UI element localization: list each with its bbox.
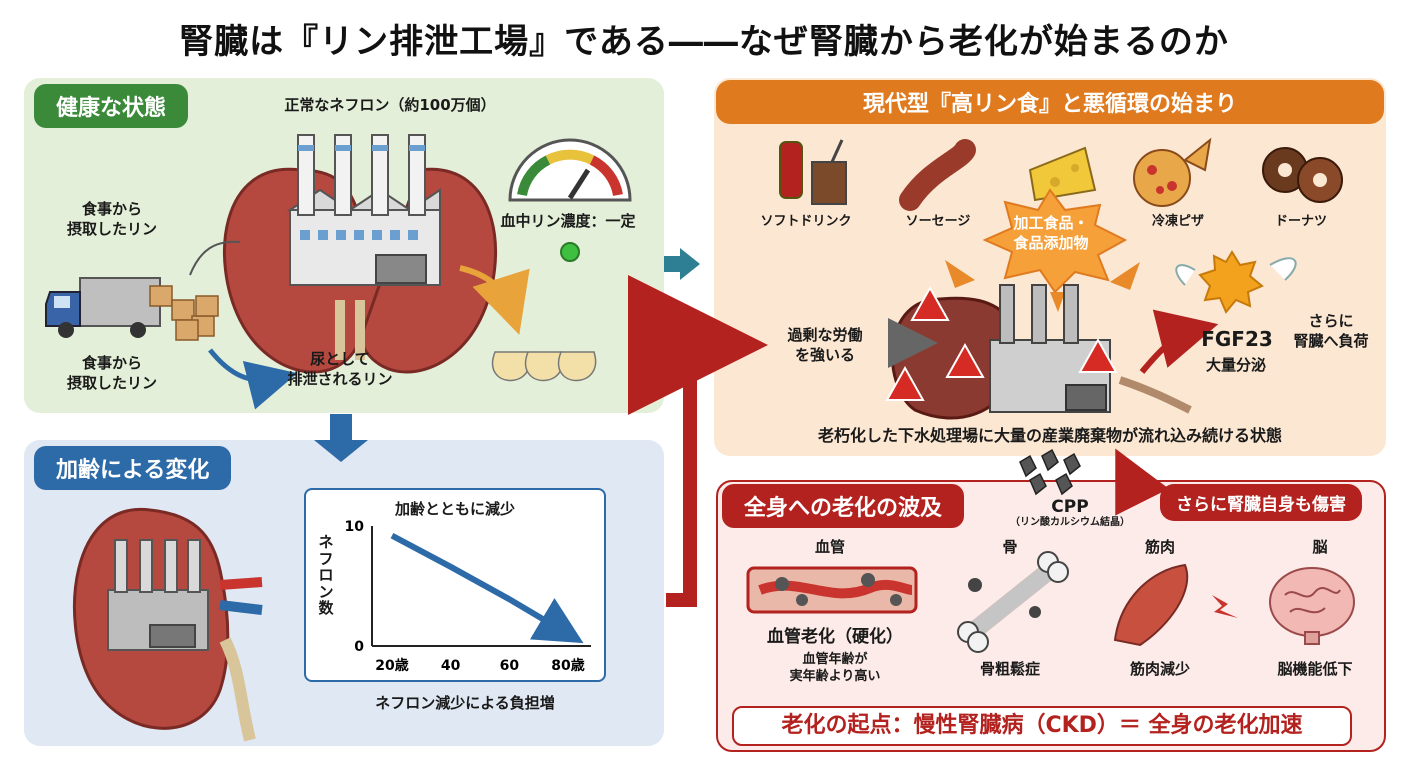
cpp-label: CPP bbox=[1051, 497, 1089, 517]
blood-vessel-icon bbox=[746, 566, 918, 614]
excretion-label: 尿として 排泄されるリン bbox=[287, 350, 393, 388]
donut-icon bbox=[1262, 147, 1343, 203]
cpp-sub: （リン酸カルシウム結晶） bbox=[1010, 517, 1130, 528]
muscle-icon bbox=[1113, 563, 1238, 647]
arrow-up-right-icon bbox=[628, 275, 768, 607]
chart-y-tick: 10 bbox=[345, 519, 365, 535]
cpp-crystals-icon bbox=[1019, 448, 1081, 496]
gauge-icon bbox=[508, 138, 632, 202]
organ-name-vessel: 血管 bbox=[814, 538, 845, 556]
pizza-icon bbox=[1133, 137, 1212, 207]
food-label-sausage: ソーセージ bbox=[905, 214, 971, 229]
overwork-label: 過剰な労働 を強いる bbox=[787, 326, 863, 364]
urine-bags-icon bbox=[491, 351, 597, 382]
intake-label-bottom: 食事から 摂取したリン bbox=[66, 354, 157, 392]
chart-series-line bbox=[390, 532, 584, 644]
spread-header: 全身への老化の波及 bbox=[722, 484, 965, 528]
organ-name-brain: 脳 bbox=[1312, 538, 1328, 556]
impact-arrows bbox=[945, 260, 1140, 312]
cheese-icon bbox=[1028, 146, 1097, 202]
nephron-chart: 20歳 40 60 80歳 10 0 bbox=[304, 488, 606, 682]
food-label-pizza: 冷凍ピザ bbox=[1151, 214, 1204, 229]
warning-icons bbox=[885, 285, 1118, 401]
chart-x-tick: 80歳 bbox=[551, 657, 584, 674]
aging-kidney-icon bbox=[73, 508, 263, 742]
organ-effect-brain: 脳機能低下 bbox=[1277, 660, 1353, 678]
food-label-soft-drink: ソフトドリンク bbox=[760, 214, 852, 229]
modern-diet-header: 現代型『高リン食』と悪循環の始まり bbox=[716, 80, 1384, 124]
ckd-banner: 老化の起点：慢性腎臓病（CKD）＝ 全身の老化加速 bbox=[732, 706, 1352, 746]
food-label-donut: ドーナツ bbox=[1274, 214, 1327, 229]
organ-name-muscle: 筋肉 bbox=[1144, 538, 1175, 556]
arrow-right-icon bbox=[664, 248, 700, 280]
chart-title: 加齢とともに減少 bbox=[394, 500, 515, 518]
truck-icon bbox=[45, 277, 219, 341]
arrow-down-icon bbox=[314, 414, 368, 462]
chart-y-tick: 0 bbox=[354, 639, 364, 655]
healthy-header: 健康な状態 bbox=[34, 84, 189, 128]
self-damage-label: さらに腎臓自身も傷害 bbox=[1160, 484, 1362, 521]
fgf23-label: FGF23 bbox=[1201, 327, 1273, 351]
chart-x-tick: 60 bbox=[500, 658, 520, 674]
organ-note-vessel: 血管年齢が 実年齢より高い bbox=[789, 652, 881, 684]
soft-drink-icon bbox=[779, 139, 847, 205]
aging-header: 加齢による変化 bbox=[34, 446, 232, 490]
page-title: 腎臓は『リン排泄工場』である――なぜ腎臓から老化が始まるのか bbox=[179, 22, 1229, 62]
modern-footer: 老朽化した下水処理場に大量の産業廃棄物が流れ込み続ける状態 bbox=[817, 426, 1282, 445]
self-damage-arrow bbox=[1115, 448, 1169, 516]
urine-arrow bbox=[459, 265, 530, 335]
fgf23-sub: 大量分泌 bbox=[1205, 356, 1266, 374]
aging-caption: ネフロン減少による負担増 bbox=[375, 694, 555, 712]
phosphate-label: 血中リン濃度：一定 bbox=[500, 212, 636, 230]
excretion-arrow bbox=[208, 348, 298, 410]
chart-x-tick: 20歳 bbox=[375, 657, 408, 674]
chart-x-tick: 40 bbox=[441, 658, 461, 674]
organ-name-bone: 骨 bbox=[1002, 538, 1018, 556]
organ-effect-bone: 骨粗鬆症 bbox=[979, 660, 1040, 678]
fgf-arrow bbox=[1139, 309, 1219, 374]
organ-effect-vessel: 血管老化（硬化） bbox=[767, 627, 903, 647]
chart-ylabel: ネフロン数 bbox=[318, 533, 334, 617]
burden-label: さらに 腎臓へ負荷 bbox=[1293, 312, 1369, 350]
fgf23-icon bbox=[1175, 250, 1297, 314]
healthy-factory-icon bbox=[286, 134, 441, 286]
bone-icon bbox=[957, 551, 1069, 653]
nephron-label: 正常なネフロン（約100万個） bbox=[284, 96, 496, 114]
organ-effect-muscle: 筋肉減少 bbox=[1129, 660, 1190, 678]
intake-line bbox=[189, 240, 241, 276]
intake-label-top: 食事から 摂取したリン bbox=[66, 200, 157, 238]
nephron-chart-svg: 20歳 40 60 80歳 10 0 bbox=[345, 519, 591, 674]
sausage-icon bbox=[899, 139, 976, 211]
processed-food-label: 加工食品・ 食品添加物 bbox=[1013, 214, 1089, 252]
status-light-icon bbox=[560, 242, 580, 262]
brain-icon bbox=[1269, 567, 1355, 645]
